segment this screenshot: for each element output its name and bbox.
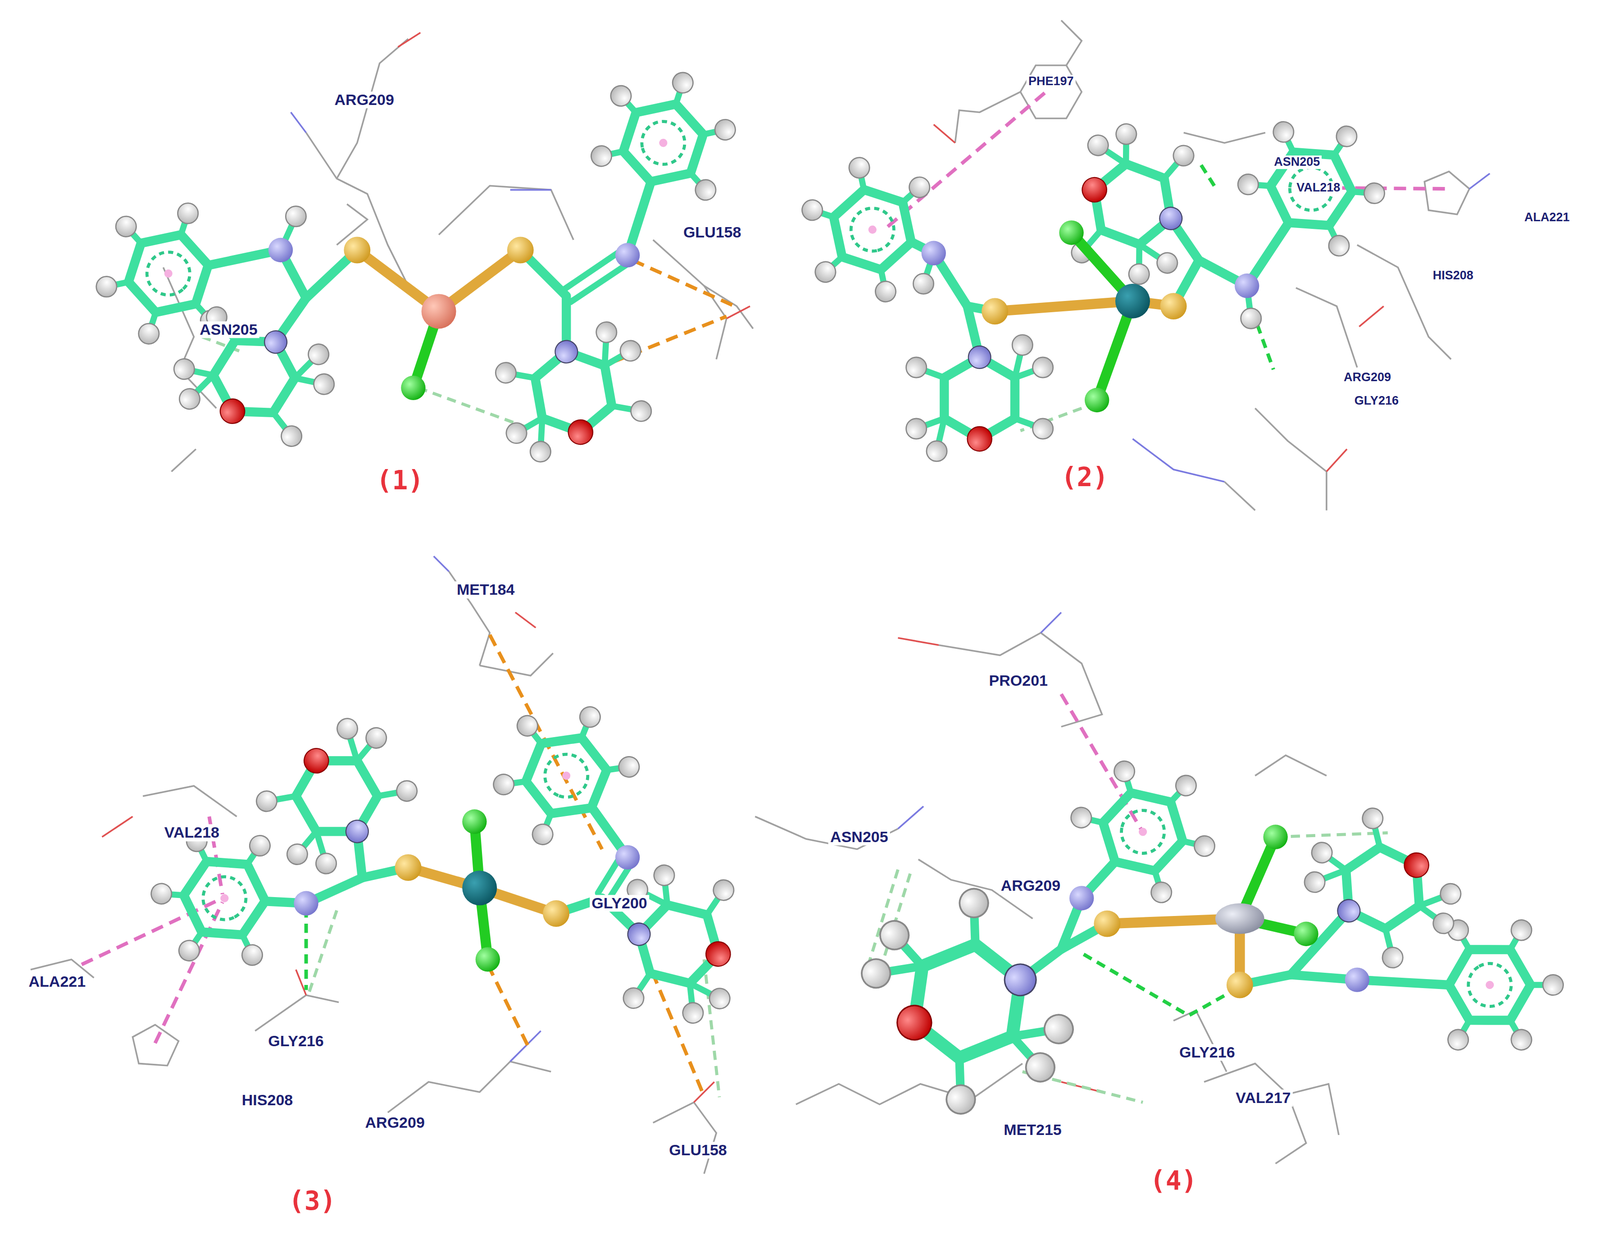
residue-label: GLU158 <box>667 1141 729 1159</box>
residue-label: ALA221 <box>27 973 88 991</box>
panel-number: (3) <box>286 1186 338 1216</box>
residue-label: ARG209 <box>363 1113 427 1131</box>
residue-label: ARG209 <box>999 877 1063 895</box>
residue-label: VAL218 <box>162 824 222 841</box>
panel-one-complex <box>70 32 753 472</box>
residue-label: PHE197 <box>1026 74 1076 89</box>
residue-label: ASN205 <box>828 828 891 846</box>
residue-label: VAL218 <box>1294 181 1342 195</box>
residue-label: GLY200 <box>589 894 650 912</box>
residue-label: GLY216 <box>266 1032 326 1050</box>
residue-label: HIS208 <box>1431 268 1476 283</box>
residue-label: GLY216 <box>1177 1043 1237 1061</box>
panel-four-complex <box>754 612 1583 1164</box>
residue-label: ASN205 <box>1272 155 1322 169</box>
residue-label: HIS208 <box>240 1091 295 1109</box>
panel-number: (1) <box>374 466 426 496</box>
residue-label: VAL217 <box>1233 1089 1293 1107</box>
residue-label: PRO201 <box>987 672 1050 689</box>
residue-label: ALA221 <box>1522 210 1572 225</box>
residue-label: GLY216 <box>1352 394 1401 408</box>
residue-label: ARG209 <box>1341 370 1393 385</box>
residue-label: MET215 <box>1001 1121 1064 1138</box>
residue-label: ASN205 <box>197 321 260 338</box>
panel-number: (2) <box>1059 463 1111 492</box>
residue-label: MET184 <box>454 581 517 599</box>
panel-three-complex <box>30 556 758 1174</box>
residue-label: GLU158 <box>681 224 744 241</box>
residue-label: ARG209 <box>332 91 396 109</box>
panel-two-complex <box>793 20 1491 510</box>
panel-number: (4) <box>1148 1166 1200 1196</box>
